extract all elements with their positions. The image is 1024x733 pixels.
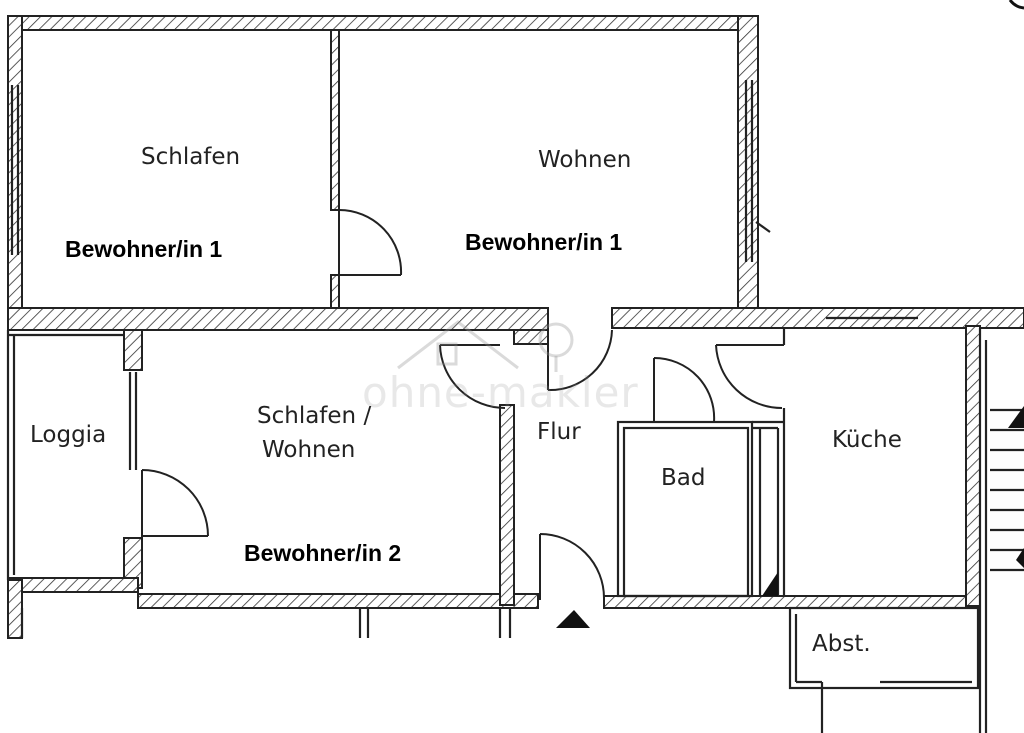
walls [7,15,1024,639]
room-label-flur: Flur [537,419,581,445]
watermark-logo-icon [397,320,574,372]
occupant-label-schlafen: Bewohner/in 1 [65,236,223,262]
room-label-schlafen-wohnen-line1: Schlafen / [257,403,372,429]
room-label-wohnen: Wohnen [538,147,632,173]
room-label-abst: Abst. [812,631,871,657]
entrance-arrow-icon [556,610,590,628]
stair-arrow-icon [1016,548,1024,568]
doors [141,208,784,600]
stair-arrow-icon [1008,406,1024,428]
room-label-schlafen-wohnen-line2: Wohnen [262,437,356,463]
room-label-loggia: Loggia [30,422,107,448]
room-label-kueche: Küche [832,427,902,453]
occupant-label-wohnen: Bewohner/in 1 [465,229,623,255]
partitions [6,80,1024,733]
room-label-bad: Bad [661,465,706,491]
room-label-schlafen: Schlafen [141,144,241,170]
occupant-label-schlafen-wohnen: Bewohner/in 2 [244,540,402,566]
watermark-text: ohne-makler [362,368,639,417]
